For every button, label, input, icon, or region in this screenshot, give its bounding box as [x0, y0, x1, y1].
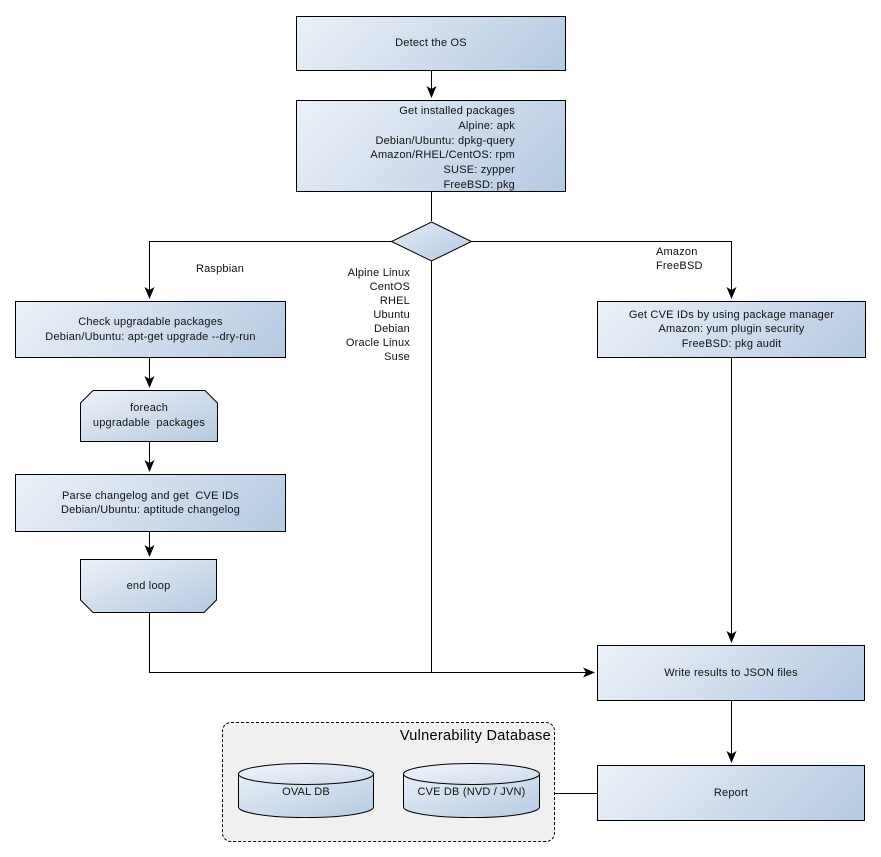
node-parse-changelog: Parse changelog and get CVE IDs Debian/U… — [15, 474, 286, 532]
node-foreach-loop-label: foreach upgradable packages — [92, 402, 206, 429]
cve-db-cylinder: CVE DB (NVD / JVN) — [403, 762, 540, 818]
node-parse-changelog-label: Parse changelog and get CVE IDs Debian/U… — [60, 489, 241, 517]
node-get-cve-ids: Get CVE IDs by using package manager Ama… — [597, 301, 866, 358]
node-get-installed-packages: Get installed packages Alpine: apk Debia… — [296, 100, 566, 192]
cve-db-label: CVE DB (NVD / JVN) — [417, 786, 526, 798]
node-write-results-label: Write results to JSON files — [664, 666, 798, 679]
node-detect-os-label: Detect the OS — [395, 37, 467, 50]
loop-begin-shape — [80, 390, 218, 442]
node-report: Report — [597, 765, 865, 821]
oval-db-label: OVAL DB — [282, 786, 330, 798]
branch-label-os-list: Alpine Linux CentOS RHEL Ubuntu Debian O… — [345, 267, 410, 363]
vulnerability-database-title: Vulnerability Database — [399, 728, 551, 744]
node-detect-os: Detect the OS — [296, 16, 566, 71]
node-check-upgradable-packages-label: Check upgradable packages Debian/Ubuntu:… — [45, 316, 256, 343]
node-get-cve-ids-label: Get CVE IDs by using package manager Ama… — [628, 308, 835, 350]
node-report-label: Report — [713, 786, 749, 799]
loop-end-shape — [80, 559, 217, 613]
branch-label-amazon-freebsd: Amazon FreeBSD — [656, 246, 703, 272]
database-cylinder-icon — [403, 763, 540, 818]
oval-db-cylinder: OVAL DB — [238, 762, 374, 818]
node-check-upgradable-packages: Check upgradable packages Debian/Ubuntu:… — [15, 301, 286, 358]
os-decision-diamond — [390, 221, 473, 262]
node-write-results: Write results to JSON files — [597, 645, 865, 701]
node-foreach-loop-begin: foreach upgradable packages — [80, 390, 218, 442]
branch-label-raspbian: Raspbian — [195, 263, 245, 275]
node-end-loop-label: end loop — [126, 580, 171, 592]
node-get-installed-packages-label: Get installed packages Alpine: apk Debia… — [370, 105, 515, 191]
database-cylinder-icon — [238, 763, 374, 818]
node-end-loop: end loop — [80, 559, 217, 613]
